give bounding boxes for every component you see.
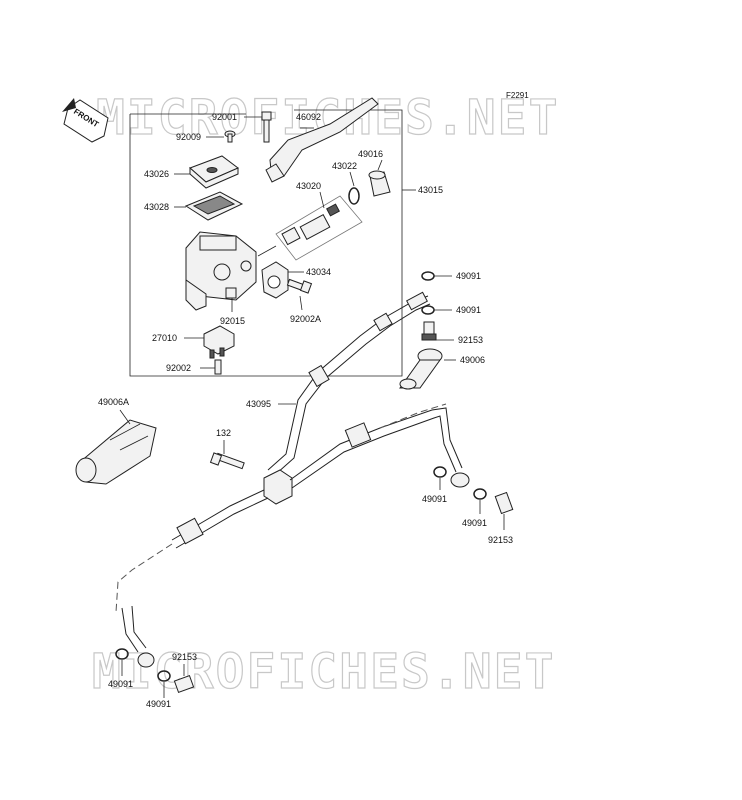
callout-49006: 49006	[460, 355, 485, 365]
callout-43026: 43026	[144, 169, 169, 179]
callout-49091-left-b: 49091	[146, 699, 171, 709]
washer-right-a-icon	[433, 466, 447, 478]
callout-92015: 92015	[220, 316, 245, 326]
assembly-frame	[129, 109, 403, 377]
callout-92153-upper: 92153	[458, 335, 483, 345]
callout-92153-left: 92153	[172, 652, 197, 662]
callout-49016: 49016	[358, 149, 383, 159]
hose-joint-icon	[263, 469, 293, 505]
callout-49091-right-a: 49091	[422, 494, 447, 504]
callout-132: 132	[216, 428, 231, 438]
master-cylinder-icon	[185, 231, 257, 311]
callout-46092: 46092	[296, 112, 321, 122]
callout-43095: 43095	[246, 399, 271, 409]
callout-43028: 43028	[144, 202, 169, 212]
screw-92009-icon	[224, 130, 236, 143]
callout-92002A: 92002A	[290, 314, 321, 324]
callout-49091-left-a: 49091	[108, 679, 133, 689]
banjo-bolt-right-icon	[494, 491, 514, 515]
callout-92001: 92001	[212, 112, 237, 122]
piston-kit-icon	[275, 195, 363, 261]
nut-92015-icon	[225, 287, 237, 299]
circlip-icon	[348, 187, 360, 205]
bolt-132-icon	[209, 452, 245, 470]
banjo-fitting-icon	[399, 348, 443, 390]
callout-43034: 43034	[306, 267, 331, 277]
routing-line	[379, 403, 447, 429]
callout-43020: 43020	[296, 181, 321, 191]
callout-27010: 27010	[152, 333, 177, 343]
front-arrow-icon: FRONT	[62, 98, 109, 143]
washer-right-b-icon	[473, 488, 487, 500]
brake-hose-main-icon	[267, 291, 431, 475]
brake-hose-left-icon	[115, 489, 269, 668]
callout-49091-upper: 49091	[456, 271, 481, 281]
figure-code: F2291	[506, 91, 529, 100]
callout-92009: 92009	[176, 132, 201, 142]
banjo-bolt-upper-icon	[421, 321, 437, 341]
screw-92002-icon	[214, 359, 222, 375]
boot-49016-icon	[368, 170, 391, 197]
callout-43015: 43015	[418, 185, 443, 195]
banjo-bolt-left-icon	[173, 674, 195, 694]
clamp-icon	[261, 261, 289, 299]
brake-switch-icon	[203, 325, 235, 359]
diaphragm-icon	[184, 191, 244, 221]
reservoir-cap-icon	[189, 155, 239, 189]
brake-hose-right-icon	[289, 407, 470, 489]
washer-upper-icon	[421, 271, 435, 281]
bolt-92002A-icon	[286, 278, 313, 294]
washer-left-a-icon	[115, 648, 129, 660]
bolt-92001-icon	[261, 111, 272, 143]
washer-left-b-icon	[157, 670, 171, 682]
brake-lever-icon	[265, 97, 379, 183]
callout-92153-right: 92153	[488, 535, 513, 545]
callout-49091-lower: 49091	[456, 305, 481, 315]
callout-49091-right-b: 49091	[462, 518, 487, 528]
cover-49006A-icon	[75, 419, 157, 485]
callout-92002: 92002	[166, 363, 191, 373]
callout-49006A: 49006A	[98, 397, 129, 407]
callout-43022: 43022	[332, 161, 357, 171]
